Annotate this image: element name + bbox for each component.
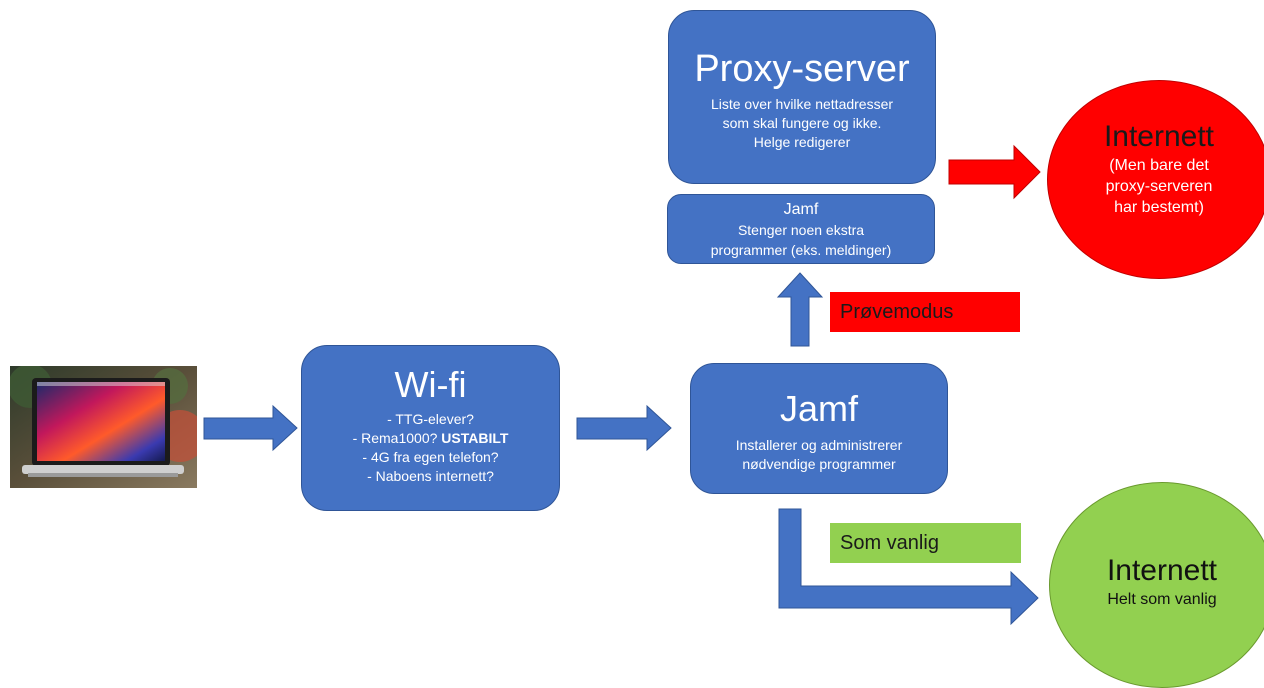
wifi-box: Wi-fi - TTG-elever? - Rema1000? USTABILT… (301, 345, 560, 511)
wifi-line-3: - 4G fra egen telefon? (362, 449, 499, 465)
arrow-proxy-to-internet (948, 144, 1041, 200)
jamf-main-line-2: nødvendige programmer (742, 456, 896, 472)
internet-restricted-title: Internett (1103, 120, 1215, 153)
jamf-restrict-box: Jamf Stenger noen ekstra programmer (eks… (667, 194, 935, 264)
laptop-photo (10, 366, 197, 488)
proxy-server-line-2: som skal fungere og ikke. (722, 115, 882, 131)
arrow-jamf-to-internet-normal (778, 508, 1039, 626)
arrow-laptop-to-wifi (203, 404, 298, 452)
test-mode-label: Prøvemodus (830, 292, 1020, 332)
internet-normal-line-1: Helt som vanlig (1107, 591, 1217, 608)
internet-restricted-line-2: proxy-serveren (1105, 178, 1213, 195)
jamf-main-title: Jamf (779, 388, 858, 429)
jamf-restrict-line-1: Stenger noen ekstra (737, 222, 865, 238)
wifi-unstable-label: USTABILT (441, 430, 509, 446)
wifi-line-2: - Rema1000? USTABILT (302, 429, 559, 448)
arrow-jamf-up (776, 272, 824, 347)
jamf-restrict-title: Jamf (783, 201, 819, 218)
proxy-server-line-3: Helge redigerer (753, 134, 851, 150)
wifi-line-1: - TTG-elever? (387, 411, 474, 427)
internet-normal-title: Internett (1106, 554, 1218, 587)
proxy-server-box: Proxy-server Liste over hvilke nettadres… (668, 10, 936, 184)
proxy-server-line-1: Liste over hvilke nettadresser (710, 96, 894, 112)
arrow-wifi-to-jamf (576, 404, 672, 452)
jamf-main-box: Jamf Installerer og administrerer nødven… (690, 363, 948, 494)
as-usual-label: Som vanlig (830, 523, 1021, 563)
internet-normal-circle: Internett Helt som vanlig (1049, 482, 1264, 688)
jamf-main-line-1: Installerer og administrerer (735, 437, 903, 453)
laptop-icon (10, 366, 197, 488)
jamf-restrict-line-2: programmer (eks. meldinger) (710, 242, 892, 258)
wifi-title: Wi-fi (394, 364, 467, 405)
internet-restricted-line-1: (Men bare det (1109, 157, 1209, 174)
internet-restricted-circle: Internett (Men bare det proxy-serveren h… (1047, 80, 1264, 279)
wifi-line-4: - Naboens internett? (367, 468, 494, 484)
internet-restricted-line-3: har bestemt) (1114, 199, 1204, 216)
wifi-line-2-text: - Rema1000? (352, 430, 438, 446)
proxy-server-title: Proxy-server (694, 48, 910, 90)
